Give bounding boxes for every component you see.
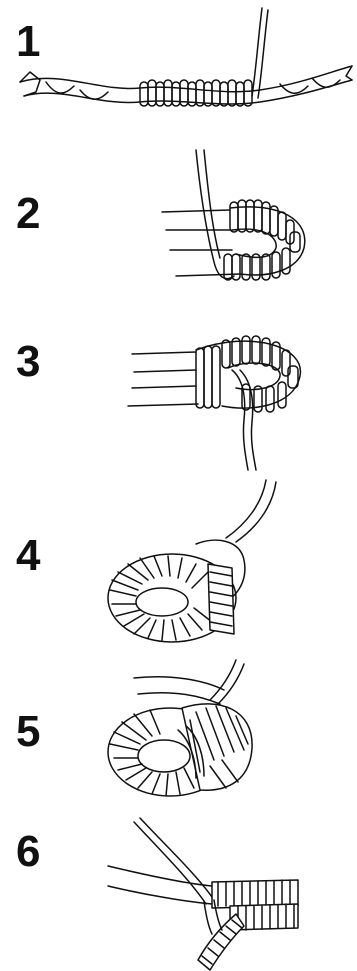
cord-loop-wrapped-icon	[0, 310, 357, 480]
step-1: 1	[0, 0, 357, 150]
rope-with-whipping-icon	[0, 0, 357, 150]
finished-splice-icon	[0, 810, 357, 971]
step-3: 3	[0, 310, 357, 480]
cord-loop-start-icon	[0, 150, 357, 310]
step-4: 4	[0, 480, 357, 660]
coiled-ring-icon	[0, 480, 357, 660]
step-6: 6	[0, 810, 357, 971]
ring-tucked-ends-icon	[0, 660, 357, 810]
step-5: 5	[0, 660, 357, 810]
step-2: 2	[0, 150, 357, 310]
